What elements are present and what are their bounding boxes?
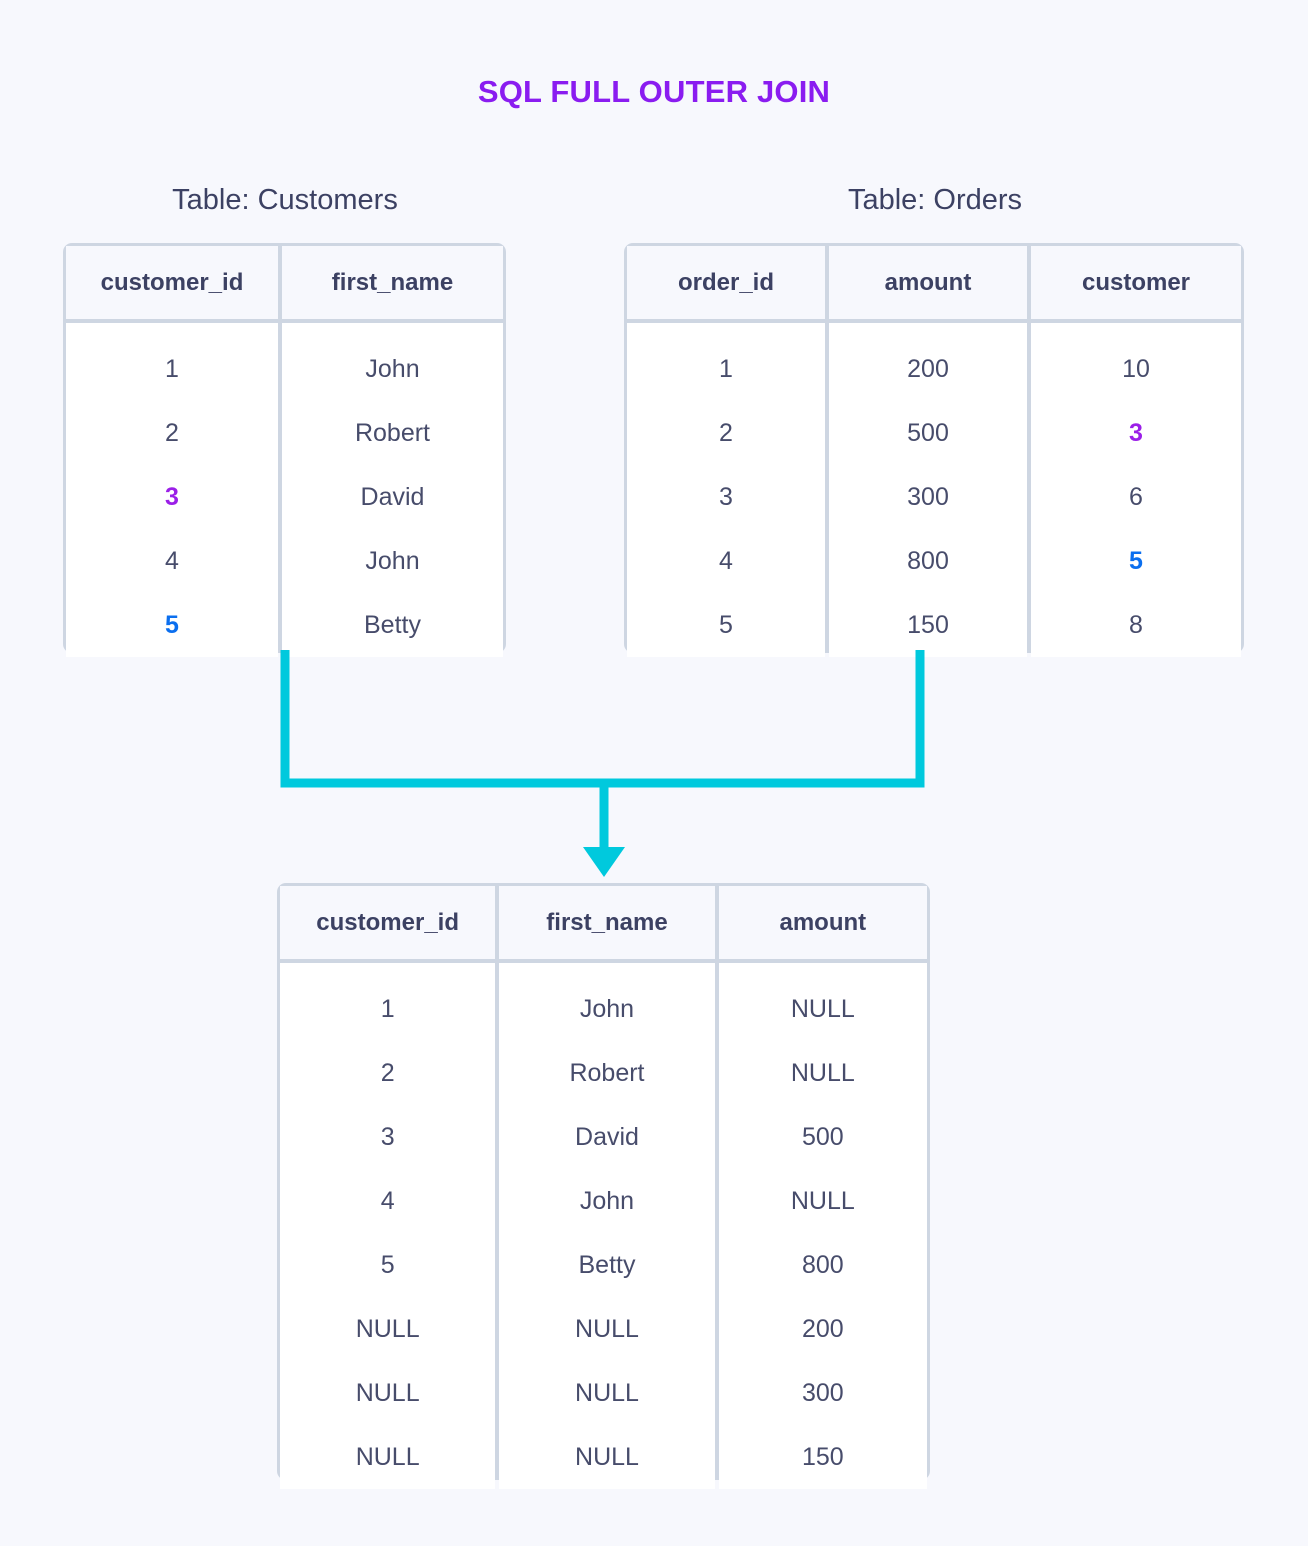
table-cell: John bbox=[365, 547, 420, 575]
table-cell: 300 bbox=[907, 483, 949, 511]
orders-header-order-id: order_id bbox=[627, 246, 825, 319]
table-cell: 3 bbox=[719, 483, 733, 511]
table-cell: 500 bbox=[801, 1123, 844, 1151]
result-column-first-name: John Robert David John Betty NULL NULL N… bbox=[499, 963, 715, 1489]
table-cell: 300 bbox=[801, 1379, 844, 1407]
orders-table-caption: Table: Orders bbox=[847, 184, 1023, 216]
orders-header-row: order_id amount customer bbox=[627, 246, 1241, 319]
connector-bracket bbox=[280, 650, 925, 788]
customers-header-first-name: first_name bbox=[282, 246, 503, 319]
table-cell: 3 bbox=[165, 483, 179, 511]
table-cell: 2 bbox=[719, 419, 733, 447]
page-title: SQL FULL OUTER JOIN bbox=[477, 74, 831, 109]
table-cell: NULL bbox=[355, 1315, 420, 1343]
join-connector-arrow bbox=[280, 650, 925, 877]
table-cell: 4 bbox=[165, 547, 179, 575]
table-cell: Robert bbox=[569, 1059, 645, 1087]
table-cell: NULL bbox=[575, 1379, 639, 1407]
table-cell: David bbox=[575, 1123, 639, 1151]
table-cell: 2 bbox=[380, 1059, 395, 1087]
orders-table: order_id amount customer 1 2 3 4 5 200 5… bbox=[624, 243, 1244, 657]
table-cell: NULL bbox=[355, 1379, 420, 1407]
customers-column-first-name: John Robert David John Betty bbox=[282, 323, 503, 657]
table-cell: 8 bbox=[1129, 611, 1143, 639]
table-cell: 3 bbox=[380, 1123, 395, 1151]
orders-column-customer: 10 3 6 5 8 bbox=[1031, 323, 1241, 657]
table-cell: 1 bbox=[165, 355, 179, 383]
table-cell: John bbox=[579, 995, 635, 1023]
table-cell: 1 bbox=[719, 355, 733, 383]
orders-header-customer: customer bbox=[1031, 246, 1241, 319]
customers-header-customer-id: customer_id bbox=[66, 246, 278, 319]
table-cell: NULL bbox=[790, 1187, 855, 1215]
table-cell: NULL bbox=[790, 995, 855, 1023]
table-cell: John bbox=[365, 355, 420, 383]
table-cell: 200 bbox=[907, 355, 949, 383]
table-cell: Betty bbox=[364, 611, 421, 639]
table-cell: 5 bbox=[719, 611, 733, 639]
table-cell: 5 bbox=[165, 611, 179, 639]
table-cell: 4 bbox=[380, 1187, 395, 1215]
table-cell: NULL bbox=[790, 1059, 855, 1087]
result-header-first-name: first_name bbox=[499, 886, 715, 959]
customers-table-caption: Table: Customers bbox=[172, 184, 398, 216]
table-cell: 150 bbox=[801, 1443, 844, 1471]
result-table: customer_id first_name amount 1 2 3 4 5 … bbox=[277, 883, 930, 1489]
table-cell: 2 bbox=[165, 419, 179, 447]
customers-body: 1 2 3 4 5 John Robert David John Betty bbox=[66, 323, 503, 657]
orders-column-order-id: 1 2 3 4 5 bbox=[627, 323, 825, 657]
customers-column-customer-id: 1 2 3 4 5 bbox=[66, 323, 278, 657]
table-cell: John bbox=[579, 1187, 635, 1215]
table-cell: 150 bbox=[907, 611, 949, 639]
table-cell: 500 bbox=[907, 419, 949, 447]
result-header-row: customer_id first_name amount bbox=[280, 886, 927, 959]
result-column-amount: NULL NULL 500 NULL 800 200 300 150 bbox=[718, 963, 927, 1489]
table-cell: 200 bbox=[801, 1315, 844, 1343]
table-cell: 4 bbox=[719, 547, 733, 575]
table-cell: 800 bbox=[801, 1251, 844, 1279]
table-cell: 1 bbox=[380, 995, 395, 1023]
table-cell: NULL bbox=[355, 1443, 420, 1471]
table-cell: 5 bbox=[380, 1251, 395, 1279]
table-cell: 10 bbox=[1122, 355, 1150, 383]
result-body: 1 2 3 4 5 NULL NULL NULL John Robert Dav… bbox=[280, 963, 927, 1489]
table-cell: Robert bbox=[354, 419, 431, 447]
customers-header-row: customer_id first_name bbox=[66, 246, 503, 319]
table-cell: 6 bbox=[1129, 483, 1143, 511]
connector-arrowhead bbox=[583, 847, 625, 877]
table-cell: NULL bbox=[575, 1315, 639, 1343]
table-cell: NULL bbox=[575, 1443, 639, 1471]
orders-body: 1 2 3 4 5 200 500 300 800 150 10 3 6 5 8 bbox=[627, 323, 1241, 657]
customers-table: customer_id first_name 1 2 3 4 5 John Ro… bbox=[63, 243, 506, 657]
orders-header-amount: amount bbox=[829, 246, 1027, 319]
table-cell: Betty bbox=[578, 1251, 636, 1279]
table-cell: 800 bbox=[907, 547, 949, 575]
result-column-customer-id: 1 2 3 4 5 NULL NULL NULL bbox=[280, 963, 496, 1489]
result-header-customer-id: customer_id bbox=[280, 886, 496, 959]
result-header-amount: amount bbox=[718, 886, 927, 959]
table-cell: David bbox=[360, 483, 425, 511]
table-cell: 3 bbox=[1129, 419, 1143, 447]
table-cell: 5 bbox=[1129, 547, 1143, 575]
orders-column-amount: 200 500 300 800 150 bbox=[829, 323, 1027, 657]
